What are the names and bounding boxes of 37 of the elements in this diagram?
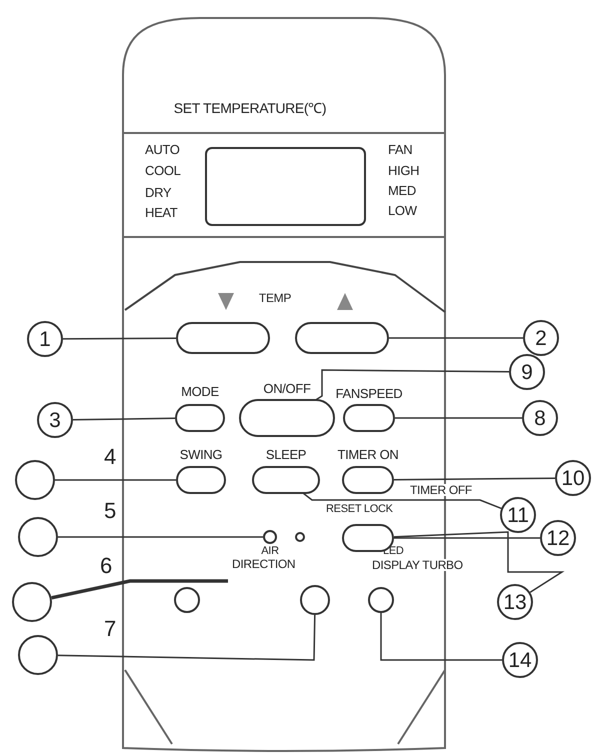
oval-button [295, 322, 389, 354]
button-label: SLEEP [266, 448, 306, 461]
callout-number: 14 [502, 642, 538, 678]
display-screen [205, 147, 366, 226]
leader-line [394, 537, 540, 539]
callout-number: 8 [522, 400, 558, 436]
oval-button [176, 322, 270, 354]
callout-number: 13 [497, 584, 533, 620]
button-label: ON/OFF [263, 382, 311, 395]
panel-label: TIMER OFF [410, 484, 472, 496]
callout-number: 2 [523, 320, 559, 356]
leader-line [389, 337, 523, 339]
callout-number: 1 [27, 321, 63, 357]
callout-number: 5 [104, 500, 116, 522]
callout-number: 7 [104, 618, 116, 640]
callout-number: 12 [540, 520, 576, 556]
leader-line [302, 492, 502, 510]
button-label: TIMER ON [338, 448, 398, 461]
callout-number: 4 [104, 446, 116, 468]
leader-line [58, 614, 316, 661]
leader-line [394, 477, 555, 480]
leader-line [51, 579, 230, 600]
leader-line [72, 418, 176, 421]
callout-number: 3 [37, 402, 73, 438]
button-label: FANSPEED [336, 387, 402, 400]
leader-line [395, 417, 522, 419]
leader-line [58, 536, 263, 538]
leader-line [394, 531, 565, 593]
callout-number: 9 [509, 354, 545, 390]
callout-number: 11 [500, 497, 536, 533]
button-label: MODE [181, 385, 219, 398]
button-label: SWING [180, 448, 222, 461]
callout-number: 10 [555, 460, 591, 496]
callout-number: 6 [100, 555, 112, 577]
leader-line [63, 338, 176, 340]
leader-line [380, 613, 502, 661]
leader-line [55, 479, 176, 481]
